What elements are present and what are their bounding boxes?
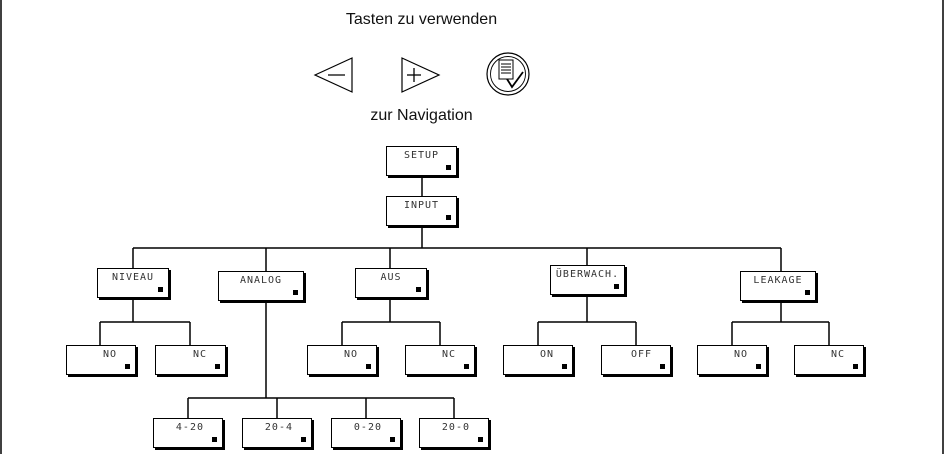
menu-input-label: INPUT [403,200,440,211]
option-aus-nc: NC [405,345,475,375]
indicator [464,364,469,369]
menu-aus: AUS [355,268,427,298]
option-label: 4-20 [175,422,204,433]
plus-right-arrow-icon [401,57,441,93]
option-aus-no: NO [307,345,377,375]
option-analog-20-4: 20-4 [242,418,312,448]
menu-check-icon [486,52,530,96]
option-label: 20-4 [264,422,293,433]
option-leakage-nc: NC [794,345,864,375]
option-label: 0-20 [353,422,382,433]
menu-aus-label: AUS [380,272,402,283]
option-label: NO [733,349,748,360]
indicator [478,437,483,442]
instruction-title: Tasten zu verwenden [345,11,498,28]
indicator [125,364,130,369]
menu-analog: ANALOG [218,271,304,301]
menu-analog-label: ANALOG [239,275,283,286]
menu-niveau: NIVEAU [97,268,169,298]
option-label: NO [343,349,358,360]
indicator [416,287,421,292]
menu-leakage-label: LEAKAGE [753,275,803,286]
option-label: ON [539,349,554,360]
option-label: OFF [630,349,652,360]
indicator [158,287,163,292]
indicator [293,290,298,295]
indicator [301,437,306,442]
indicator [853,364,858,369]
menu-ueberwach-label: ÜBERWACH. [555,269,620,280]
option-label: NC [441,349,456,360]
indicator [562,364,567,369]
option-label: NC [830,349,845,360]
option-leakage-no: NO [697,345,767,375]
indicator [446,215,451,220]
option-analog-20-0: 20-0 [419,418,489,448]
menu-input: INPUT [386,196,457,226]
indicator [614,284,619,289]
indicator [805,290,810,295]
indicator [756,364,761,369]
option-label: NC [192,349,207,360]
menu-leakage: LEAKAGE [740,271,816,301]
option-label: 20-0 [441,422,470,433]
indicator [215,364,220,369]
indicator [660,364,665,369]
option-niveau-nc: NC [155,345,226,375]
indicator [390,437,395,442]
navigation-subtitle: zur Navigation [370,107,473,124]
indicator [366,364,371,369]
option-label: NO [102,349,117,360]
option-ueberwach-on: ON [503,345,573,375]
indicator [446,165,451,170]
indicator [212,437,217,442]
option-analog-0-20: 0-20 [331,418,401,448]
menu-setup: SETUP [386,146,457,176]
menu-ueberwach: ÜBERWACH. [550,265,625,295]
minus-left-arrow-icon [313,57,353,93]
option-ueberwach-off: OFF [601,345,671,375]
menu-setup-label: SETUP [403,150,440,161]
menu-niveau-label: NIVEAU [111,272,155,283]
option-analog-4-20: 4-20 [153,418,223,448]
option-niveau-no: NO [66,345,136,375]
